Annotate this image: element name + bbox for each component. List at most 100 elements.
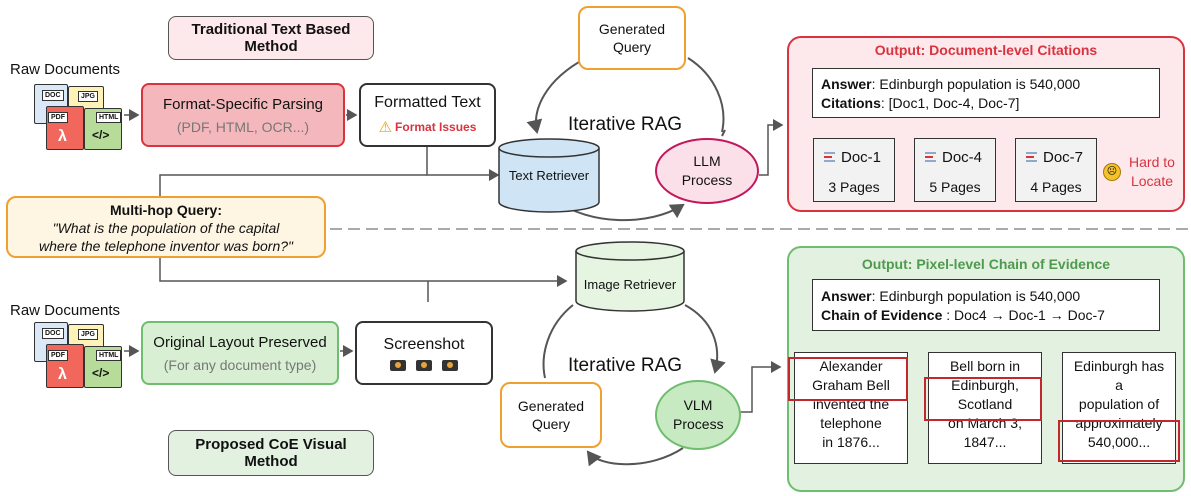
- vlm-process-text: VLM Process: [673, 397, 724, 432]
- doc-file-label: DOC: [42, 328, 64, 339]
- image-retriever-cylinder: [575, 241, 685, 312]
- coe-label: Chain of Evidence: [821, 307, 943, 323]
- doc-chip-pages: 4 Pages: [1030, 179, 1082, 195]
- coe-text: : Doc4 → Doc-1 → Doc-7: [942, 307, 1105, 323]
- generated-query-text-bottom: Generated Query: [517, 398, 585, 432]
- pdf-glyph-icon: λ: [58, 366, 67, 383]
- screenshot-box: Screenshot: [355, 321, 493, 385]
- format-specific-parsing-box: Format-Specific Parsing (PDF, HTML, OCR.…: [141, 83, 345, 147]
- warning-icon: ⚠: [378, 119, 393, 136]
- vlm-process-node: VLM Process: [655, 380, 741, 450]
- doc-chip-4: Doc-4 5 Pages: [914, 138, 996, 202]
- html-file-label: HTML: [96, 112, 122, 123]
- jpg-file-label: JPG: [78, 329, 99, 340]
- doc-chip-name: Doc-1: [841, 149, 882, 166]
- doc-chip-1: Doc-1 3 Pages: [813, 138, 895, 202]
- parsing-title: Format-Specific Parsing: [162, 95, 324, 113]
- camera-icons-row: [390, 359, 458, 371]
- sad-face-icon: ☹: [1103, 163, 1121, 181]
- document-citations-title: Output: Document-level Citations: [874, 42, 1098, 58]
- doc-chip-7: Doc-7 4 Pages: [1015, 138, 1097, 202]
- formatted-text-title: Formatted Text: [374, 94, 481, 111]
- evidence-line: 1847...: [963, 434, 1007, 450]
- camera-icon: [416, 359, 432, 371]
- camera-icon: [390, 359, 406, 371]
- answer-label: Answer: [821, 288, 872, 304]
- pdf-file-label: PDF: [48, 350, 68, 361]
- evidence-line: telephone: [820, 415, 882, 431]
- text-retriever-cylinder: [498, 138, 600, 213]
- document-icon: [1026, 151, 1037, 164]
- multi-hop-query-box: Multi-hop Query: "What is the population…: [6, 196, 326, 258]
- evidence-highlight-2: [924, 377, 1042, 421]
- jpg-file-label: JPG: [78, 91, 99, 102]
- llm-process-node: LLM Process: [655, 138, 759, 204]
- raw-documents-label-bottom: Raw Documents: [10, 302, 121, 319]
- evidence-page-1: Alexander Graham Bell invented the telep…: [794, 352, 908, 464]
- pdf-file-label: PDF: [48, 112, 68, 123]
- doc-chip-pages: 3 Pages: [828, 179, 880, 195]
- original-layout-box: Original Layout Preserved (For any docum…: [141, 321, 339, 385]
- evidence-line: population of: [1078, 396, 1160, 412]
- raw-documents-icons-bottom: DOC JPG PDF λ HTML </>: [22, 320, 126, 390]
- answer-text: : Edinburgh population is 540,000: [871, 76, 1081, 92]
- iterative-rag-label-top: Iterative RAG: [568, 114, 683, 135]
- layout-subtitle: (For any document type): [163, 356, 317, 373]
- answer-text: : Edinburgh population is 540,000: [871, 288, 1081, 304]
- evidence-page-3: Edinburgh has a population of approximat…: [1062, 352, 1176, 464]
- doc-file-label: DOC: [42, 90, 64, 101]
- citations-label: Citations: [821, 95, 881, 111]
- html-file-label: HTML: [96, 350, 122, 361]
- raw-documents-icons-top: DOC JPG PDF λ HTML </>: [22, 82, 126, 152]
- bottom-answer-line: Answer: Edinburgh population is 540,000: [821, 287, 1151, 306]
- top-answer-box: Answer: Edinburgh population is 540,000 …: [812, 68, 1160, 118]
- answer-label: Answer: [821, 76, 872, 92]
- generated-query-text-top: Generated Query: [598, 21, 666, 55]
- generated-query-box-top: Generated Query: [578, 6, 686, 70]
- evidence-line: Scotland: [957, 396, 1013, 412]
- doc-chip-name: Doc-7: [1043, 149, 1084, 166]
- citations-line: Citations: [Doc1, Doc-4, Doc-7]: [821, 94, 1151, 113]
- evidence-line: Edinburgh,: [951, 377, 1019, 393]
- document-icon: [925, 151, 936, 164]
- parsing-subtitle: (PDF, HTML, OCR...): [176, 118, 310, 135]
- hard-to-locate-text: Hard to Locate: [1129, 154, 1175, 189]
- generated-query-box-bottom: Generated Query: [500, 382, 602, 448]
- bottom-answer-box: Answer: Edinburgh population is 540,000 …: [812, 279, 1160, 331]
- evidence-highlight-3: [1058, 420, 1180, 462]
- camera-icon: [442, 359, 458, 371]
- code-glyph-icon: </>: [92, 128, 110, 142]
- coe-line: Chain of Evidence : Doc4 → Doc-1 → Doc-7: [821, 306, 1151, 325]
- formatted-text-box: Formatted Text ⚠ Format Issues: [359, 83, 496, 147]
- layout-title: Original Layout Preserved: [153, 333, 327, 351]
- evidence-highlight-1: [788, 357, 908, 401]
- screenshot-title: Screenshot: [383, 335, 465, 353]
- query-line-2: where the telephone inventor was born?": [38, 238, 294, 254]
- top-answer-line: Answer: Edinburgh population is 540,000: [821, 75, 1151, 94]
- document-icon: [824, 151, 835, 164]
- evidence-line: Bell born in: [949, 358, 1021, 374]
- proposed-method-text: Proposed CoE Visual Method: [195, 436, 347, 470]
- format-issues-row: ⚠ Format Issues: [379, 118, 477, 136]
- text-retriever-label: Text Retriever: [508, 168, 590, 183]
- iterative-rag-label-bottom: Iterative RAG: [568, 355, 683, 376]
- evidence-line: Graham Bell: [812, 377, 890, 393]
- llm-process-text: LLM Process: [681, 153, 733, 188]
- evidence-line: 540,000...: [1087, 434, 1151, 450]
- evidence-line: approximately: [1075, 415, 1163, 431]
- query-title: Multi-hop Query:: [110, 202, 222, 218]
- evidence-line: Edinburgh has: [1073, 358, 1165, 374]
- traditional-method-text: Traditional Text Based Method: [191, 21, 351, 55]
- evidence-line: in 1876...: [822, 434, 880, 450]
- doc-chip-name: Doc-4: [942, 149, 983, 166]
- pdf-glyph-icon: λ: [58, 128, 67, 145]
- traditional-method-label: Traditional Text Based Method: [168, 16, 374, 60]
- evidence-line: Alexander: [819, 358, 883, 374]
- format-issues-text: Format Issues: [395, 120, 477, 134]
- doc-chip-pages: 5 Pages: [929, 179, 981, 195]
- query-line-1: "What is the population of the capital: [52, 220, 280, 236]
- chain-of-evidence-title: Output: Pixel-level Chain of Evidence: [861, 256, 1111, 272]
- citations-text: : [Doc1, Doc-4, Doc-7]: [880, 95, 1020, 111]
- code-glyph-icon: </>: [92, 366, 110, 380]
